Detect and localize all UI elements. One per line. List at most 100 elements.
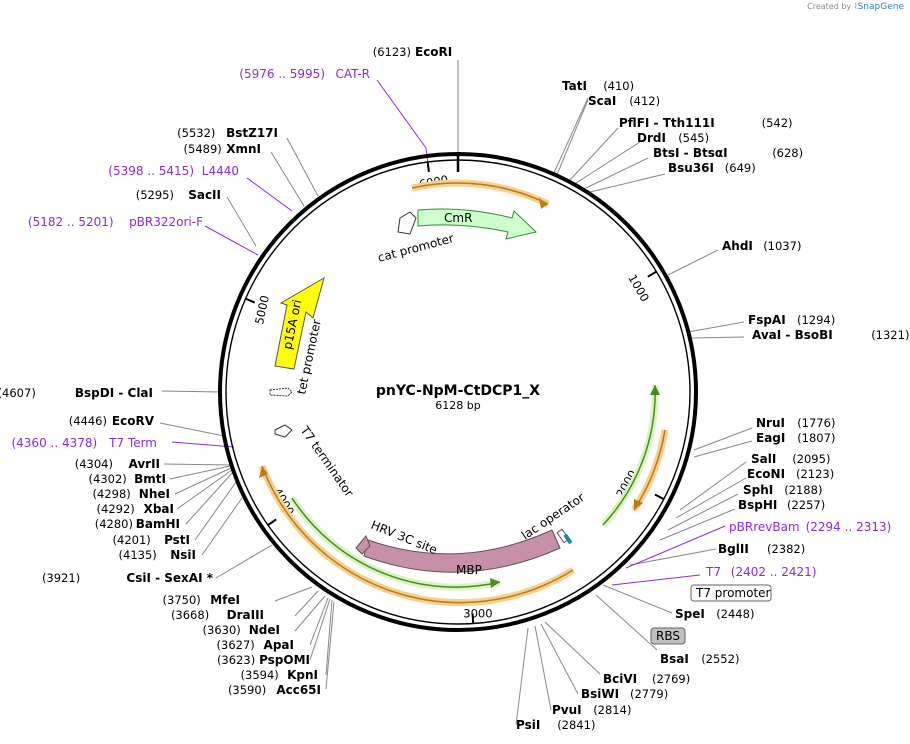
site-avrii[interactable]: AvrII(4304)	[75, 457, 160, 471]
svg-text:BstZ17I: BstZ17I	[226, 126, 278, 140]
primer-pbr322ori-f[interactable]: pBR322ori-F(5182 .. 5201)	[28, 215, 203, 229]
site-bsiwi[interactable]: BsiWI(2779)	[581, 687, 668, 701]
svg-text:BsiWI: BsiWI	[581, 687, 619, 701]
svg-text:(6123): (6123)	[373, 45, 411, 59]
site-bspdi[interactable]: BspDI - ClaI(4607)	[0, 386, 153, 400]
site-sali[interactable]: SalI(2095)	[751, 452, 830, 466]
site-acc65i[interactable]: Acc65I(3590)	[228, 683, 321, 697]
primer-l4440[interactable]: L4440(5398 .. 5415)	[108, 164, 239, 178]
site-nsii[interactable]: NsiI (4135)	[119, 548, 196, 562]
svg-text:PflFI - Tth111I: PflFI - Tth111I	[619, 116, 715, 130]
site-drdi[interactable]: DrdI(545)	[637, 131, 709, 145]
site-psii[interactable]: PsiI(2841)	[516, 718, 595, 732]
site-nrui[interactable]: NruI(1776)	[756, 416, 835, 430]
site-pvui[interactable]: PvuI (2814)	[552, 703, 631, 717]
site-psti[interactable]: PstI(4201)	[113, 533, 190, 547]
svg-text:(542): (542)	[762, 116, 793, 130]
svg-text:(3594): (3594)	[241, 668, 279, 682]
svg-text:PstI: PstI	[164, 533, 190, 547]
site-tati[interactable]: TatI(410)	[562, 79, 634, 93]
site-econi[interactable]: EcoNI(2123)	[747, 467, 834, 481]
orange-arcs	[258, 179, 669, 607]
svg-text:pBRrevBam: pBRrevBam	[729, 520, 800, 534]
site-scai[interactable]: ScaI(412)	[588, 94, 660, 108]
svg-text:(5295): (5295)	[136, 188, 174, 202]
svg-text:(5398 .. 5415): (5398 .. 5415)	[108, 164, 194, 178]
site-bmti[interactable]: BmtI(4302)	[89, 472, 166, 486]
svg-text:(2814): (2814)	[593, 703, 631, 717]
site-ahdi[interactable]: AhdI(1037)	[722, 239, 801, 253]
svg-text:(3750): (3750)	[163, 593, 201, 607]
site-ecorv[interactable]: EcoRV(4446)	[69, 414, 155, 428]
site-eagi[interactable]: EagI(1807)	[756, 431, 835, 445]
site-bstz17i[interactable]: BstZ17I (5532)	[177, 126, 278, 140]
site-apai[interactable]: ApaI(3627)	[217, 638, 294, 652]
svg-text:NdeI: NdeI	[249, 623, 280, 637]
svg-text:(2188): (2188)	[784, 483, 822, 497]
svg-text:KpnI: KpnI	[287, 668, 318, 682]
svg-text:(3590): (3590)	[228, 683, 266, 697]
site-csii[interactable]: CsiI - SexAI *(3921)	[42, 571, 214, 585]
svg-text:DraIII: DraIII	[227, 608, 264, 622]
svg-text:(5532): (5532)	[177, 126, 215, 140]
t7-terminator-feature[interactable]: T7 terminator	[274, 423, 356, 500]
cat-promoter-label: cat promoter	[376, 231, 455, 265]
svg-text:EcoRV: EcoRV	[112, 414, 155, 428]
site-btsi[interactable]: BtsI - BtsαI(628)	[653, 146, 803, 160]
svg-text:(4135): (4135)	[119, 548, 157, 562]
site-bsai[interactable]: BsaI(2552)	[660, 652, 739, 666]
svg-text:PvuI: PvuI	[552, 703, 582, 717]
ruler-tick	[654, 493, 665, 500]
svg-text:NruI: NruI	[756, 416, 785, 430]
plasmid-size: 6128 bp	[435, 399, 480, 412]
site-avai[interactable]: AvaI - BsoBI(1321)	[752, 328, 909, 342]
site-bsphi[interactable]: BspHI(2257)	[738, 498, 825, 512]
svg-text:(1037): (1037)	[763, 239, 801, 253]
svg-text:AvrII: AvrII	[128, 457, 160, 471]
site-fspai[interactable]: FspAI(1294)	[748, 313, 835, 327]
svg-text:T7: T7	[705, 565, 721, 579]
site-pflfi[interactable]: PflFI - Tth111I (542)	[619, 116, 793, 130]
svg-text:(5489): (5489)	[184, 142, 222, 156]
site-draiii[interactable]: DraIII(3668)	[171, 608, 264, 622]
ruler-label: 3000	[463, 607, 492, 621]
site-ndei[interactable]: NdeI (3630)	[203, 623, 280, 637]
svg-text:CsiI - SexAI *: CsiI - SexAI *	[126, 571, 213, 585]
svg-text:BglII: BglII	[718, 542, 749, 556]
svg-text:(3623): (3623)	[217, 653, 255, 667]
site-xmni[interactable]: XmnI(5489)	[184, 142, 261, 156]
primer-pbrrevbam[interactable]: pBRrevBam(2294 .. 2313)	[729, 520, 891, 534]
site-kpni[interactable]: KpnI (3594)	[241, 668, 318, 682]
svg-text:(3627): (3627)	[217, 638, 255, 652]
site-mfei[interactable]: MfeI (3750)	[163, 593, 240, 607]
primer-cat-r[interactable]: CAT-R(5976 .. 5995)	[239, 67, 370, 81]
site-bamhi[interactable]: BamHI(4280)	[95, 517, 180, 531]
site-spei[interactable]: SpeI(2448)	[675, 607, 754, 621]
site-ecori[interactable]: (6123)EcoRI	[373, 45, 453, 59]
svg-text:MfeI: MfeI	[210, 593, 240, 607]
site-sphi[interactable]: SphI(2188)	[743, 483, 822, 497]
site-sacii[interactable]: SacII(5295)	[136, 188, 221, 202]
svg-text:NsiI: NsiI	[170, 548, 196, 562]
svg-text:FspAI: FspAI	[748, 313, 786, 327]
primer-t7[interactable]: T7(2402 .. 2421)	[705, 565, 817, 579]
site-xbai[interactable]: XbaI(4292)	[97, 502, 174, 516]
svg-text:BtsI - BtsαI: BtsI - BtsαI	[653, 146, 728, 160]
rbs-box[interactable]: RBS	[650, 627, 686, 645]
ruler-label: 5000	[252, 294, 272, 326]
site-bglii[interactable]: BglII(2382)	[718, 542, 805, 556]
site-bcivi[interactable]: BciVI(2769)	[603, 672, 690, 686]
svg-text:(3630): (3630)	[203, 623, 241, 637]
t7-promoter-box[interactable]: T7 promoter	[690, 584, 772, 602]
site-pspomi[interactable]: PspOMI(3623)	[217, 653, 310, 667]
primer-leaders	[171, 79, 726, 586]
cmr-feature[interactable]: CmR	[417, 208, 538, 240]
svg-text:NheI: NheI	[139, 487, 170, 501]
mbp-feature[interactable]: MBP	[363, 529, 561, 577]
svg-text:BsaI: BsaI	[660, 652, 689, 666]
site-bsu36i[interactable]: Bsu36I(649)	[668, 161, 756, 175]
svg-text:BmtI: BmtI	[134, 472, 166, 486]
primer-t7-term[interactable]: T7 Term(4360 .. 4378)	[11, 436, 157, 450]
ruler-tick	[245, 297, 256, 304]
site-nhei[interactable]: NheI(4298)	[93, 487, 170, 501]
